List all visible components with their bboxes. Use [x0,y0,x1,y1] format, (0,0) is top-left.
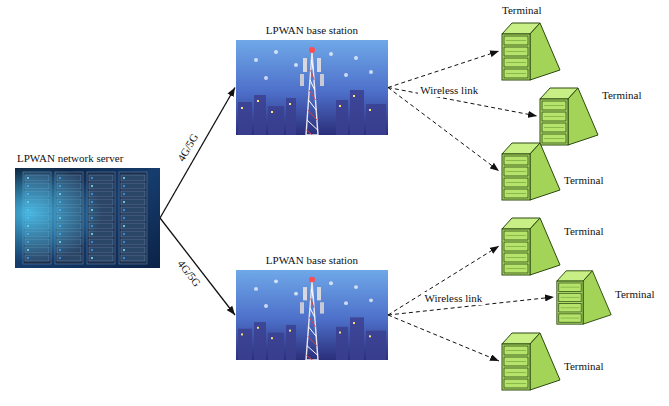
node-label: Terminal [564,360,604,373]
tower-picture [236,40,388,135]
link-label: Wireless link [422,292,484,305]
wireless-arrow [388,315,499,361]
terminal-icon [500,215,562,277]
node-label: LPWAN base station [266,24,358,37]
terminal-node: Terminal [500,215,562,277]
backhaul-arrow [160,88,235,219]
server-node: LPWAN network server [15,168,160,268]
terminal-node: Terminal [500,330,562,392]
terminal-node: Terminal [555,268,613,326]
link-label: Wireless link [418,84,480,97]
terminal-icon [555,268,613,326]
terminal-icon [538,85,600,147]
node-label: LPWAN network server [17,152,123,165]
node-label: Terminal [564,174,604,187]
wireless-arrow [388,246,499,315]
terminal-icon [500,20,562,82]
base-station-node: LPWAN base station [236,40,388,135]
terminal-node: Terminal [500,140,562,202]
terminal-node: Terminal [500,20,562,82]
wireless-arrow [388,51,499,88]
node-label: LPWAN base station [266,254,358,267]
terminal-icon [500,330,562,392]
base-station-node: LPWAN base station [236,270,388,360]
tower-picture [236,270,388,360]
node-label: Terminal [502,4,542,17]
link-label: 4G/5G [174,129,202,165]
node-label: Terminal [615,288,655,301]
terminal-node: Terminal [538,85,600,147]
node-label: Terminal [602,89,642,102]
node-label: Terminal [564,225,604,238]
backhaul-arrow [160,218,235,315]
server-picture [15,168,160,268]
link-label: 4G/5G [173,256,204,291]
terminal-icon [500,140,562,202]
wireless-arrow [388,88,499,172]
